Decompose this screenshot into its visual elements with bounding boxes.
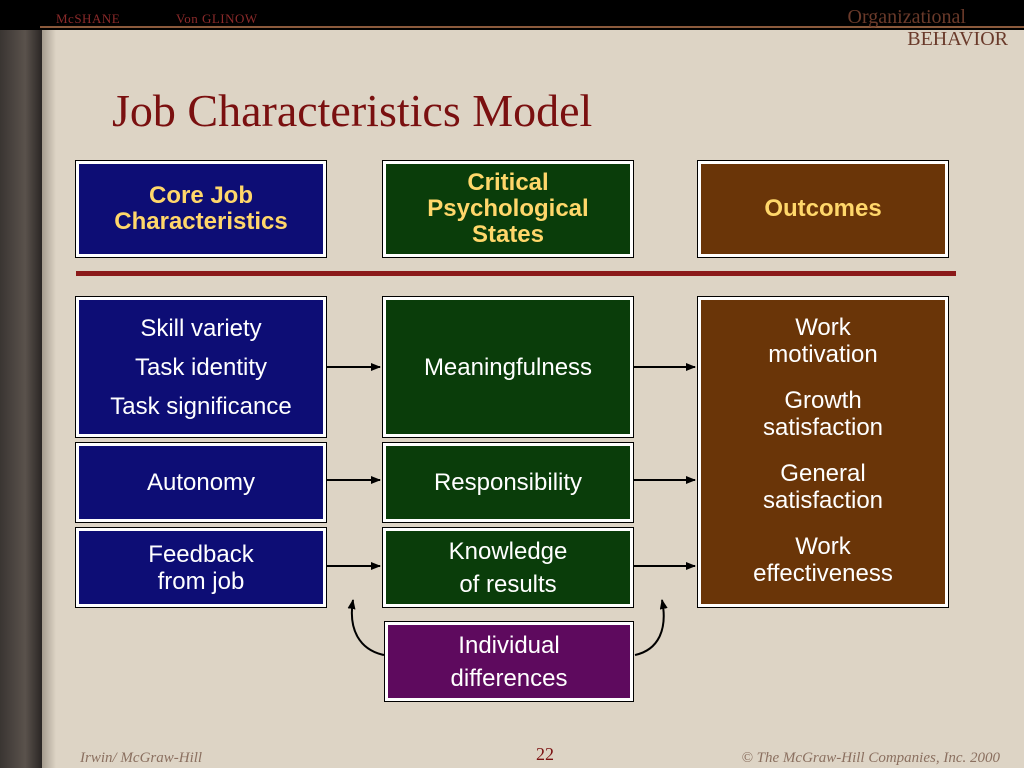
- footer-publisher: Irwin/ McGraw-Hill: [80, 750, 203, 766]
- outcome-general-satisfaction: General satisfaction: [763, 460, 883, 514]
- top-bar: [0, 0, 1024, 30]
- outcome-line: Work: [795, 532, 851, 560]
- outcomes-box: Work motivation Growth satisfaction Gene…: [697, 296, 949, 608]
- brand-behavior: BEHAVIOR: [907, 28, 1008, 50]
- states-header-line3: States: [471, 221, 545, 248]
- moderator-individual-differences: Individual differences: [384, 621, 634, 702]
- core-box-skill-task: Skill variety Task identity Task signifi…: [75, 296, 327, 438]
- outcomes-header-label: Outcomes: [764, 195, 882, 222]
- page-number: 22: [536, 744, 554, 764]
- state-item-responsibility: Responsibility: [433, 469, 583, 496]
- core-box-autonomy: Autonomy: [75, 442, 327, 523]
- state-item-knowledge-line1: Knowledge: [448, 537, 568, 565]
- state-item-meaningfulness: Meaningfulness: [423, 353, 593, 381]
- outcome-line: effectiveness: [753, 559, 893, 587]
- core-header-line2: Characteristics: [114, 208, 288, 235]
- core-header-line1: Core Job: [148, 182, 253, 209]
- outcome-line: Growth: [784, 386, 862, 414]
- brand-organizational: Organizational: [847, 6, 966, 28]
- arrow-moderator-right: [634, 599, 668, 656]
- header-critical-psychological-states: Critical Psychological States: [382, 160, 634, 258]
- moderator-line2: differences: [450, 664, 568, 692]
- core-box-feedback: Feedback from job: [75, 527, 327, 608]
- state-box-responsibility: Responsibility: [382, 442, 634, 523]
- footer-copyright: © The McGraw-Hill Companies, Inc. 2000: [741, 750, 1000, 766]
- state-box-knowledge-of-results: Knowledge of results: [382, 527, 634, 608]
- outcome-line: General: [780, 459, 866, 487]
- state-item-knowledge-line2: of results: [459, 570, 557, 598]
- core-item-autonomy: Autonomy: [146, 469, 256, 496]
- outcome-line: satisfaction: [762, 413, 884, 441]
- header-core-job-characteristics: Core Job Characteristics: [75, 160, 327, 258]
- header-separator: [76, 271, 956, 276]
- slide-title: Job Characteristics Model: [112, 85, 593, 136]
- header-outcomes: Outcomes: [697, 160, 949, 258]
- core-item-skill-variety: Skill variety: [140, 314, 262, 342]
- core-item-task-significance: Task significance: [110, 392, 292, 420]
- core-item-task-identity: Task identity: [134, 353, 268, 381]
- core-item-feedback-line1: Feedback: [148, 540, 254, 568]
- left-edge-shadow: [42, 30, 56, 768]
- states-header-line2: Psychological: [427, 195, 589, 222]
- core-item-feedback-line2: from job: [157, 567, 245, 595]
- outcome-growth-satisfaction: Growth satisfaction: [763, 387, 883, 441]
- top-rule: [40, 26, 1024, 28]
- outcome-line: Work: [795, 313, 851, 341]
- outcome-work-motivation: Work motivation: [768, 314, 877, 368]
- arrow-moderator-left: [347, 599, 385, 656]
- state-box-meaningfulness: Meaningfulness: [382, 296, 634, 438]
- outcome-work-effectiveness: Work effectiveness: [753, 533, 893, 587]
- outcome-line: satisfaction: [762, 486, 884, 514]
- left-edge-bar: [0, 30, 42, 768]
- author-von-glinow: Von GLINOW: [176, 11, 258, 26]
- moderator-line1: Individual: [458, 631, 560, 659]
- author-mcshane: McSHANE: [56, 11, 121, 26]
- states-header-line1: Critical: [467, 169, 549, 196]
- outcome-line: motivation: [768, 340, 878, 368]
